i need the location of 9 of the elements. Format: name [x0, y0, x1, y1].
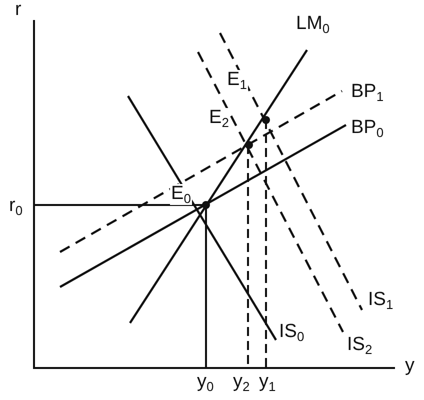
curve-label: LM$_{0}$: [295, 14, 331, 35]
curve-label: IS$_{0}$: [278, 322, 306, 343]
curve-label: BP$_{0}$: [350, 118, 385, 139]
curve-label: IS$_{1}$: [367, 290, 394, 311]
point-label: E$_{1}$: [226, 70, 248, 91]
point-label: E$_{2}$: [208, 108, 230, 129]
curve-label: IS$_{2}$: [346, 335, 374, 356]
curve-label: BP$_{1}$: [350, 82, 385, 103]
point-label: E$_{0}$: [170, 184, 192, 205]
